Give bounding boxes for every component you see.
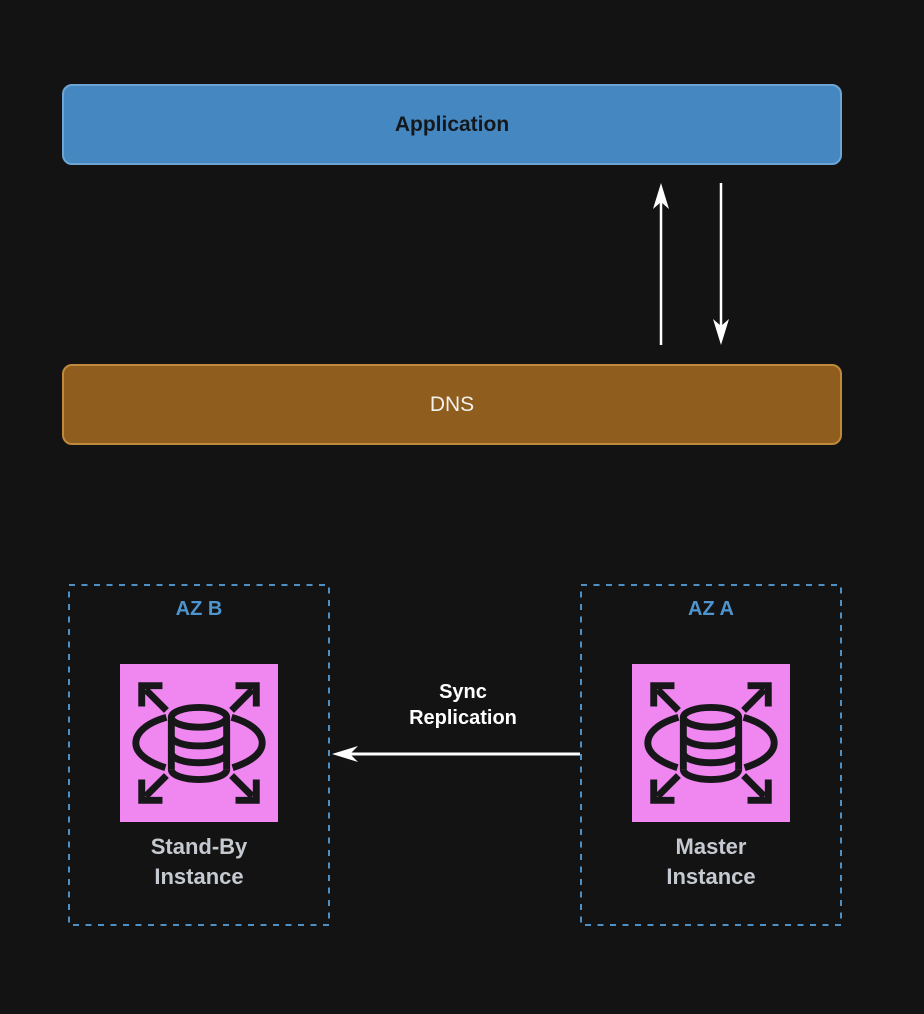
up-arrow xyxy=(653,183,669,345)
application-node: Application xyxy=(62,84,842,165)
master-instance-caption: Master Instance xyxy=(580,832,842,892)
application-label: Application xyxy=(394,112,510,136)
dns-node: DNS xyxy=(62,364,842,445)
sync-replication-arrow xyxy=(332,746,580,762)
rds-database-icon xyxy=(632,664,790,822)
sync-replication-label: Sync Replication xyxy=(363,679,563,731)
master-caption-line2: Instance xyxy=(666,864,756,889)
sync-label-line1: Sync xyxy=(439,681,487,703)
standby-caption-line1: Stand-By xyxy=(150,834,248,859)
down-arrow xyxy=(713,183,729,345)
dns-label: DNS xyxy=(429,392,475,416)
standby-instance-caption: Stand-By Instance xyxy=(68,832,330,892)
az-b-label: AZ B xyxy=(175,598,223,620)
sync-label-line2: Replication xyxy=(409,707,517,729)
master-caption-line1: Master xyxy=(675,834,747,859)
az-a-zone: AZ A Master xyxy=(580,584,842,926)
standby-caption-line2: Instance xyxy=(154,864,244,889)
az-b-dashed-border xyxy=(68,584,330,926)
az-a-label: AZ A xyxy=(688,598,734,620)
az-b-zone: AZ B Stand-By xyxy=(68,584,330,926)
rds-database-icon xyxy=(120,664,278,822)
az-a-dashed-border xyxy=(580,584,842,926)
